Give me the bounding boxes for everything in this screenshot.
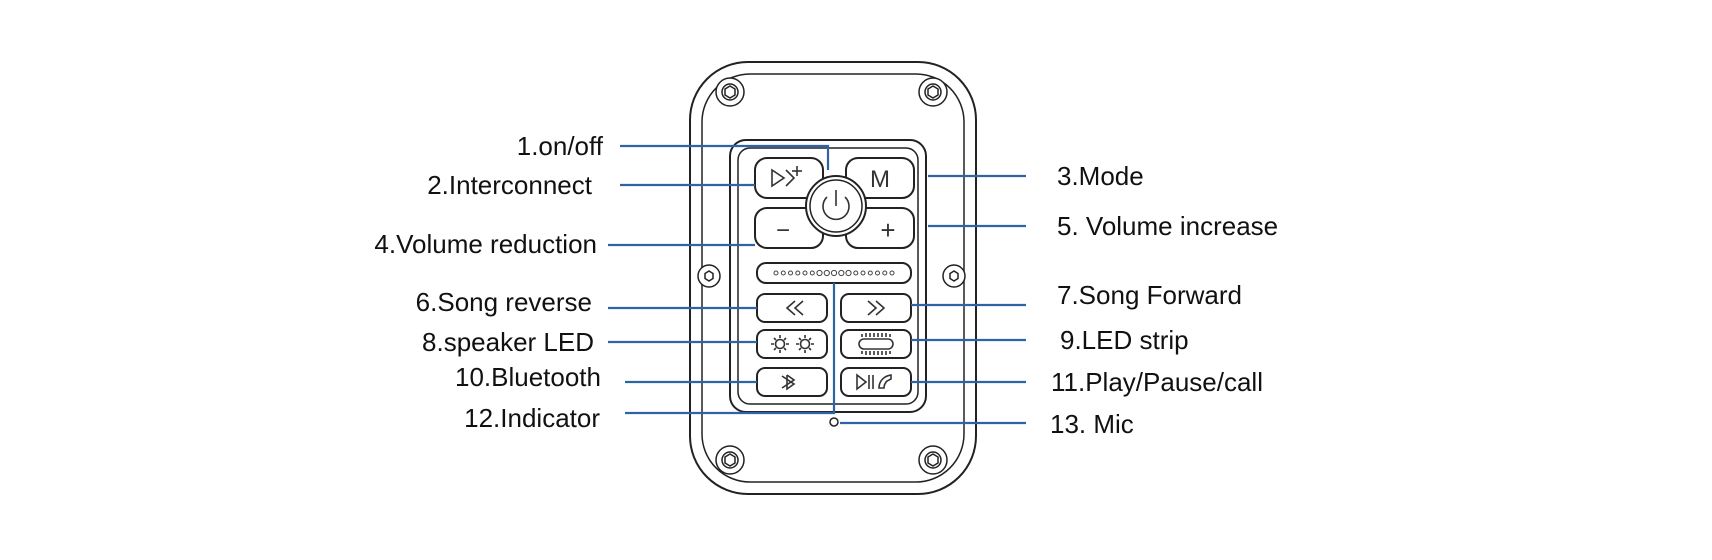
song-reverse-button[interactable] [756,293,828,323]
corner-screw-bottom-right [918,445,948,475]
label-song-reverse: 6.Song reverse [416,287,592,317]
bluetooth-button[interactable] [756,367,828,397]
mic-icon [829,417,839,427]
mode-button-glyph: M [870,166,890,193]
indicator-dot [780,270,786,276]
interconnect-icon [771,166,802,188]
label-interconnect: 2.Interconnect [427,170,593,200]
indicator-dot [809,270,815,276]
indicator-dot [853,270,859,276]
indicator-bar [756,262,912,284]
label-volume-increase: 5. Volume increase [1057,211,1278,241]
indicator-dot [867,270,873,276]
indicator-dot [795,270,801,276]
bluetooth-icon [781,374,796,391]
corner-screw-top-left [715,77,745,107]
side-screw-right [942,264,966,288]
label-speaker-led: 8.speaker LED [422,327,594,357]
label-led-strip: 9.LED strip [1060,325,1189,355]
label-on-off: 1.on/off [517,131,604,161]
indicator-dot [816,269,823,277]
fast-forward-icon [867,300,886,316]
sun-icon [771,335,814,353]
rewind-icon [785,300,804,316]
song-forward-button[interactable] [840,293,912,323]
label-mic: 13. Mic [1050,409,1134,439]
indicator-dot [830,269,838,277]
side-screw-left [697,264,721,288]
led-strip-icon [858,333,894,355]
interconnect-button[interactable] [754,157,824,199]
mode-button[interactable]: M [845,157,915,199]
led-strip-button[interactable] [840,329,912,359]
label-song-forward: 7.Song Forward [1057,280,1242,310]
label-bluetooth: 10.Bluetooth [455,362,601,392]
leader-indicator [625,283,836,415]
indicator-dot [889,270,895,276]
callout-labels: 1.on/off 2.Interconnect 3.Mode 4.Volume … [374,131,1278,439]
indicator-dot [788,270,793,276]
indicator-dot [882,270,888,276]
indicator-dot [823,269,830,277]
minus-glyph: − [776,217,790,244]
leader-on-off [620,144,830,170]
play-pause-call-icon [856,373,892,391]
label-indicator: 12.Indicator [464,403,600,433]
indicator-dot [860,270,866,276]
indicator-dots [773,269,895,277]
speaker-led-button[interactable] [756,329,828,359]
play-pause-call-button[interactable] [840,367,912,397]
leader-lines [608,144,1026,425]
power-icon [822,190,850,221]
indicator-dot [875,270,880,276]
corner-screw-top-right [918,77,948,107]
corner-screw-bottom-left [715,445,745,475]
label-mode: 3.Mode [1057,161,1144,191]
label-play-pause-call: 11.Play/Pause/call [1051,367,1263,397]
label-volume-reduction: 4.Volume reduction [374,229,597,259]
plus-glyph: + [880,215,895,245]
indicator-dot [773,270,779,276]
volume-down-button[interactable]: − [754,207,824,249]
power-button[interactable] [805,175,867,237]
indicator-dot [845,269,852,277]
indicator-dot [838,269,845,277]
indicator-dot [802,270,808,276]
